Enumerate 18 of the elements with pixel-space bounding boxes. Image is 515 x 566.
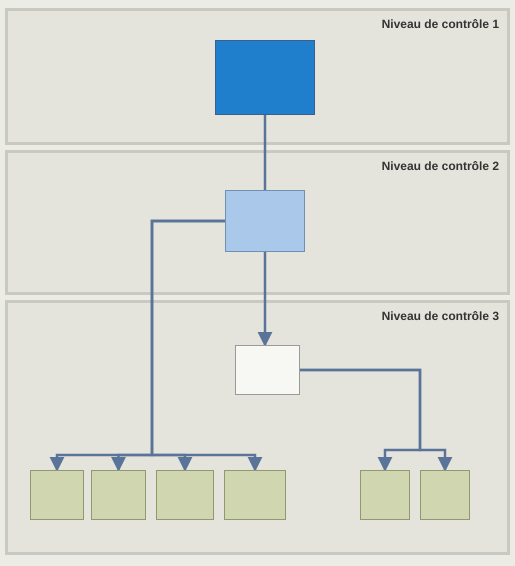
process-box — [30, 470, 84, 520]
process-box — [360, 470, 410, 520]
connector-arrow — [150, 220, 262, 472]
level-heading: Niveau de contrôle 3 — [382, 309, 499, 323]
level-band — [5, 150, 510, 295]
level-heading: Niveau de contrôle 2 — [382, 159, 499, 173]
level-band — [5, 8, 510, 145]
process-box — [215, 40, 315, 115]
process-box — [156, 470, 214, 520]
process-box — [91, 470, 146, 520]
process-box — [420, 470, 470, 520]
process-box — [224, 470, 286, 520]
level-band — [5, 300, 510, 555]
process-box — [225, 190, 305, 252]
connector-arrow — [300, 368, 452, 472]
level-heading: Niveau de contrôle 1 — [382, 17, 499, 31]
process-box — [235, 345, 300, 395]
connector-arrow — [258, 252, 272, 347]
